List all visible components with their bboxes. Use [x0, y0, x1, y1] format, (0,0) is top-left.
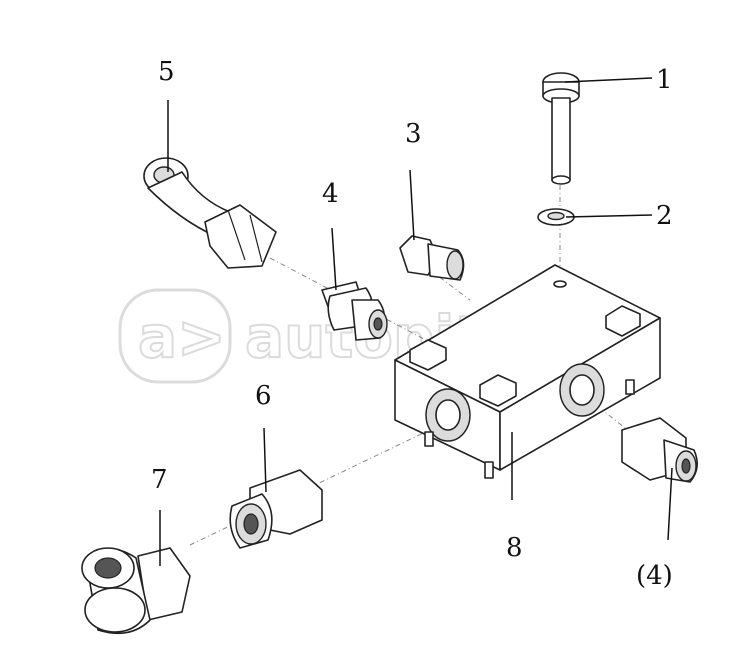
- part-fitting-right: [621, 417, 698, 483]
- watermark-logo-frame: [118, 288, 232, 384]
- part-plug: [399, 235, 465, 281]
- callout-6: 6: [255, 381, 272, 411]
- callout-8: 8: [506, 533, 523, 563]
- watermark-logo-glyph: a>: [138, 303, 226, 371]
- leader-3: [409, 169, 415, 241]
- part-fitting-middle: [229, 469, 323, 549]
- leader-4b: [667, 467, 673, 541]
- callout-3: 3: [405, 119, 422, 149]
- callout-5: 5: [158, 57, 175, 87]
- callout-4: 4: [322, 179, 339, 209]
- leader-lines: [159, 77, 673, 566]
- callout-7: 7: [151, 465, 168, 495]
- part-banjo-fitting: [81, 547, 191, 635]
- leader-2: [565, 214, 653, 218]
- part-bolt: [542, 72, 580, 185]
- part-valve-block: [394, 264, 661, 479]
- leader-6: [263, 427, 267, 493]
- callout-4b: (4): [636, 561, 673, 591]
- callout-1: 1: [656, 65, 673, 95]
- part-fitting-upper: [321, 281, 388, 341]
- leader-1: [564, 77, 653, 83]
- callout-2: 2: [656, 201, 673, 231]
- part-elbow-fitting: [143, 157, 277, 269]
- callout-labels: 1 2 3 4 5 6 7 8 (4): [151, 57, 673, 591]
- leader-4: [331, 227, 337, 291]
- part-washer: [537, 208, 575, 226]
